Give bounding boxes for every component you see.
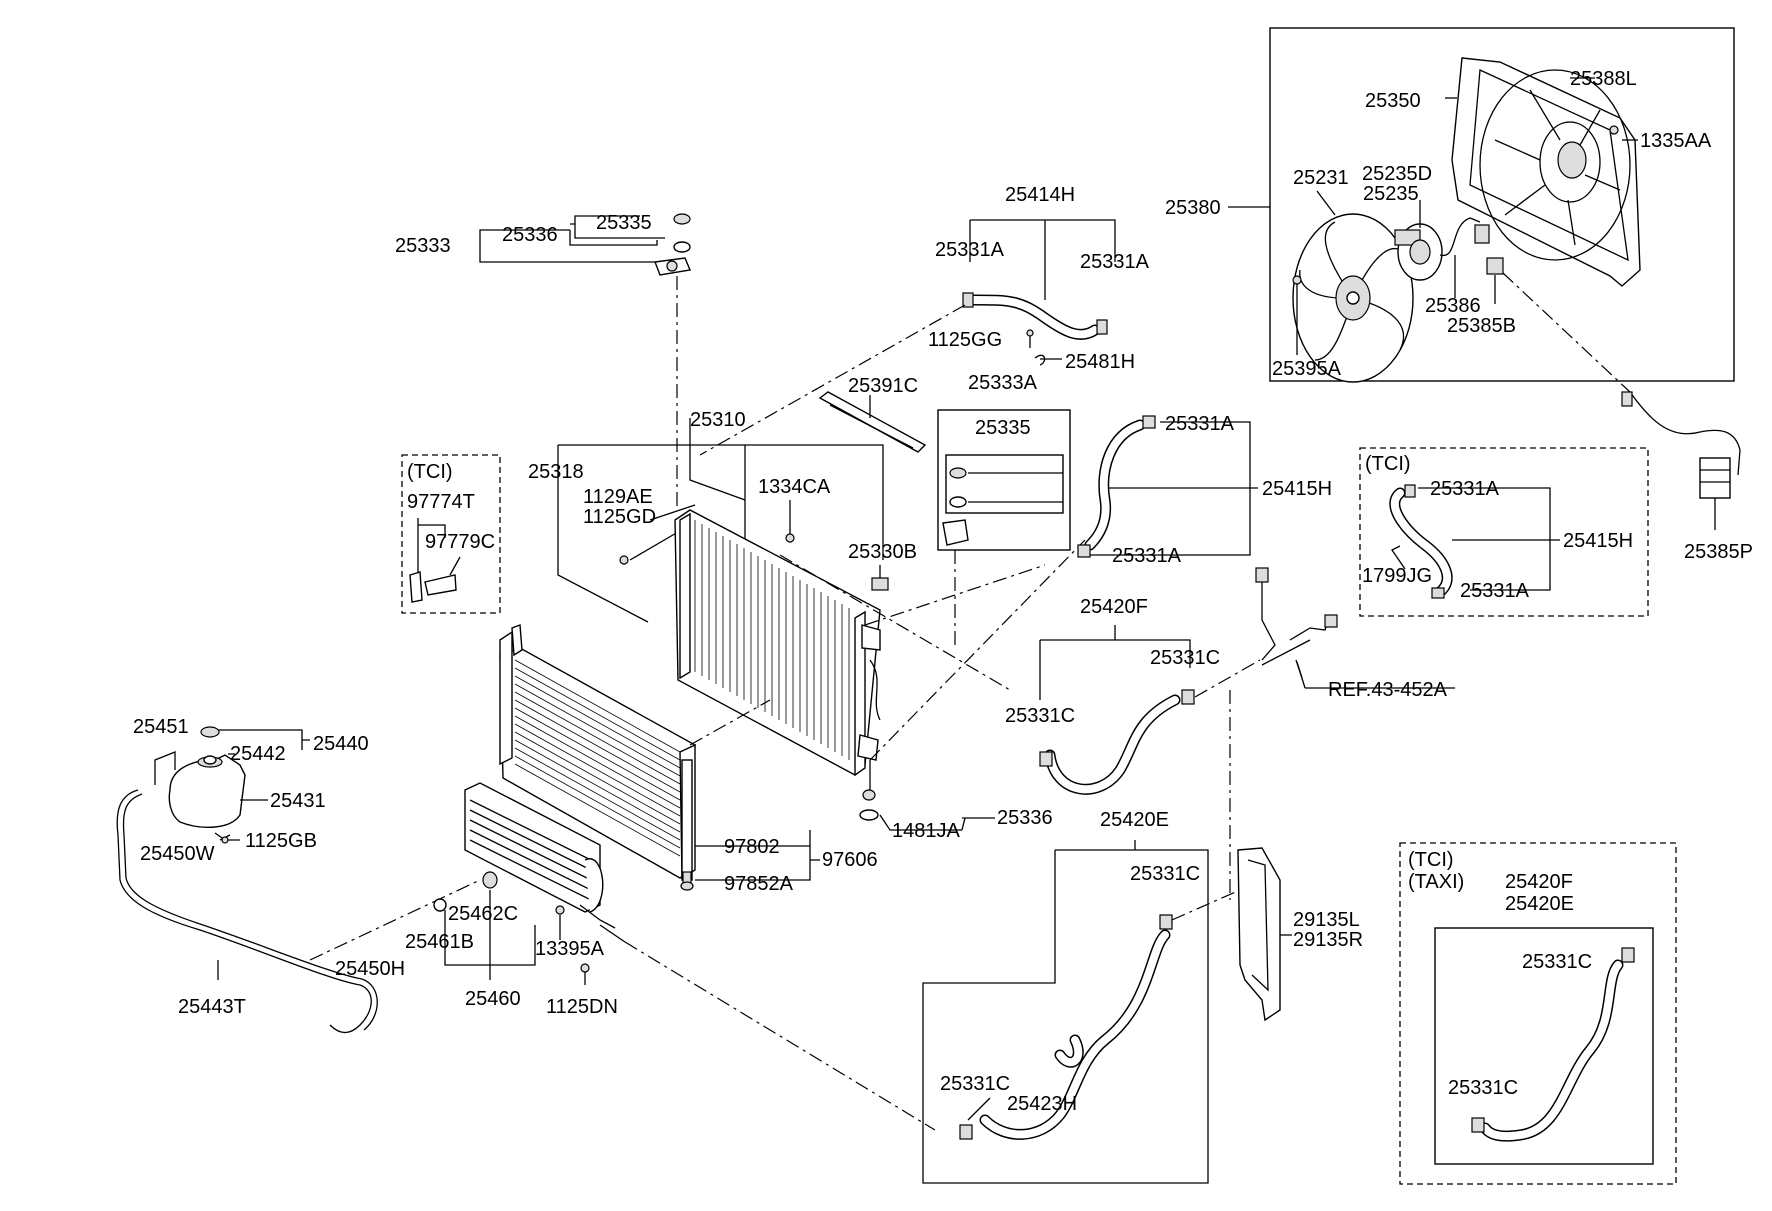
label-25331C-2: 25331C	[1005, 705, 1075, 727]
label-tci-2: (TCI)	[1365, 453, 1411, 475]
label-1129AE: 1129AE	[583, 486, 653, 508]
label-25333: 25333	[395, 235, 451, 257]
label-25391C: 25391C	[848, 375, 918, 397]
label-1335AA: 1335AA	[1640, 130, 1712, 152]
label-25420E: 25420E	[1100, 809, 1169, 831]
label-25336-b: 25336	[997, 807, 1053, 829]
label-97774T: 97774T	[407, 491, 475, 513]
label-25450H: 25450H	[335, 958, 405, 980]
label-25423H: 25423H	[1007, 1093, 1077, 1115]
label-25395A: 25395A	[1272, 358, 1342, 380]
fan-assembly-box	[1269, 27, 1735, 382]
label-25388L: 25388L	[1570, 68, 1637, 90]
label-taxi: (TAXI)	[1408, 871, 1464, 893]
label-1125GD: 1125GD	[583, 506, 656, 528]
label-25231: 25231	[1293, 167, 1349, 189]
label-25442: 25442	[230, 743, 286, 765]
label-25481H: 25481H	[1065, 351, 1135, 373]
tci-taxi-box	[1399, 842, 1677, 1185]
label-25330B: 25330B	[848, 541, 917, 563]
label-25440: 25440	[313, 733, 369, 755]
label-1481JA: 1481JA	[892, 820, 960, 842]
label-25420F: 25420F	[1080, 596, 1148, 618]
label-25385B: 25385B	[1447, 315, 1516, 337]
condenser-icon	[499, 624, 696, 891]
label-25336-a: 25336	[502, 224, 558, 246]
label-25335-b: 25335	[975, 417, 1031, 439]
radiator-icon	[674, 509, 881, 777]
label-1125GB: 1125GB	[245, 830, 317, 852]
cap-kit-box	[937, 409, 1071, 551]
label-29135R: 29135R	[1293, 929, 1363, 951]
tci-box-2	[1359, 447, 1649, 617]
label-25331A-5: 25331A	[1430, 478, 1500, 500]
label-97852A: 97852A	[724, 873, 794, 895]
label-25331C-4: 25331C	[940, 1073, 1010, 1095]
label-25415H-b: 25415H	[1563, 530, 1633, 552]
label-tci-1: (TCI)	[407, 461, 453, 483]
clamp-icon	[962, 292, 974, 308]
label-25380: 25380	[1165, 197, 1221, 219]
label-25331C-6: 25331C	[1448, 1077, 1518, 1099]
label-25331A-4: 25331A	[1112, 545, 1182, 567]
label-25385P: 25385P	[1684, 541, 1753, 563]
label-25350: 25350	[1365, 90, 1421, 112]
label-ref-43-452A: REF.43-452A	[1328, 679, 1448, 701]
label-13395A: 13395A	[535, 938, 605, 960]
label-25335-a: 25335	[596, 212, 652, 234]
label-25310: 25310	[690, 409, 746, 431]
label-tci-3: (TCI)	[1408, 849, 1454, 871]
label-97802: 97802	[724, 836, 780, 858]
label-25415H: 25415H	[1262, 478, 1332, 500]
fan-motor-icon	[1394, 217, 1504, 281]
tci-box-1	[401, 454, 501, 614]
label-25331C-5: 25331C	[1522, 951, 1592, 973]
label-97606: 97606	[822, 849, 878, 871]
label-25414H: 25414H	[1005, 184, 1075, 206]
label-25420E-b: 25420E	[1505, 893, 1574, 915]
label-25450W: 25450W	[140, 843, 215, 865]
label-25460: 25460	[465, 988, 521, 1010]
radiator-cap-icon	[654, 257, 691, 276]
label-1334CA: 1334CA	[758, 476, 831, 498]
resistor-icon	[1699, 457, 1731, 499]
label-1125GG: 1125GG	[928, 329, 1002, 351]
label-25420F-b: 25420F	[1505, 871, 1573, 893]
cooling-fan-icon	[1292, 213, 1414, 383]
label-25461B: 25461B	[405, 931, 474, 953]
label-25331A-2: 25331A	[1080, 251, 1150, 273]
label-25431: 25431	[270, 790, 326, 812]
label-25443T: 25443T	[178, 996, 246, 1018]
label-25462C: 25462C	[448, 903, 518, 925]
label-25386: 25386	[1425, 295, 1481, 317]
label-25333A: 25333A	[968, 372, 1038, 394]
label-25331A-3: 25331A	[1165, 413, 1235, 435]
oil-cooler-icon	[464, 782, 604, 913]
label-29135L: 29135L	[1293, 909, 1360, 931]
label-25235D: 25235D	[1362, 163, 1432, 185]
label-1799JG: 1799JG	[1362, 565, 1432, 587]
label-1125DN: 1125DN	[546, 996, 618, 1018]
label-25331A-6: 25331A	[1460, 580, 1530, 602]
label-25331C-1: 25331C	[1150, 647, 1220, 669]
label-25331C-3: 25331C	[1130, 863, 1200, 885]
label-25235: 25235	[1363, 183, 1419, 205]
label-97779C: 97779C	[425, 531, 495, 553]
label-25331A-1: 25331A	[935, 239, 1005, 261]
fan-shroud-icon	[1451, 57, 1641, 287]
label-25451: 25451	[133, 716, 189, 738]
label-25318: 25318	[528, 461, 584, 483]
